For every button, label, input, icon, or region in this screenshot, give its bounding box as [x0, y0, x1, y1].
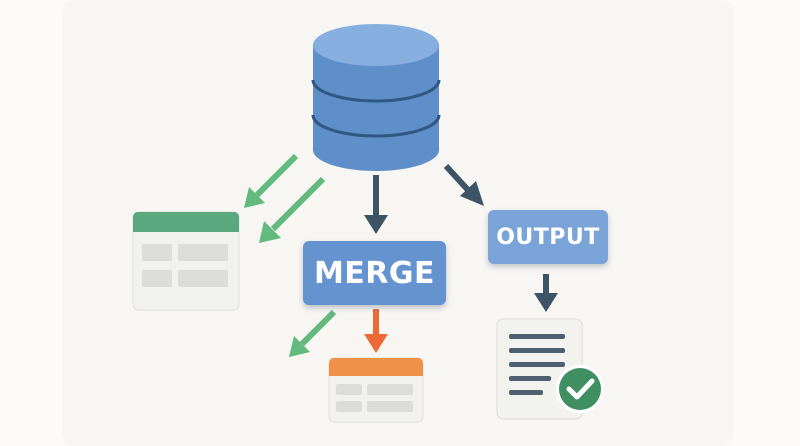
merge-node: MERGE [303, 241, 446, 305]
arrow-merge-to-left [289, 309, 337, 357]
output-label: OUTPUT [496, 224, 600, 250]
database-icon [311, 24, 441, 171]
arrow-merge-to-merged-table [364, 309, 388, 353]
merged-table-icon [328, 357, 424, 423]
output-node: OUTPUT [488, 210, 608, 264]
arrow-database-to-source-table-lower [259, 176, 326, 243]
arrow-output-to-document [534, 274, 558, 312]
arrow-database-to-source-table-upper [244, 153, 299, 208]
arrow-database-to-output [443, 163, 484, 206]
arrow-database-to-merge [364, 175, 388, 234]
source-table-icon [132, 211, 240, 311]
check-badge-icon [556, 365, 604, 413]
merge-label: MERGE [313, 255, 436, 291]
